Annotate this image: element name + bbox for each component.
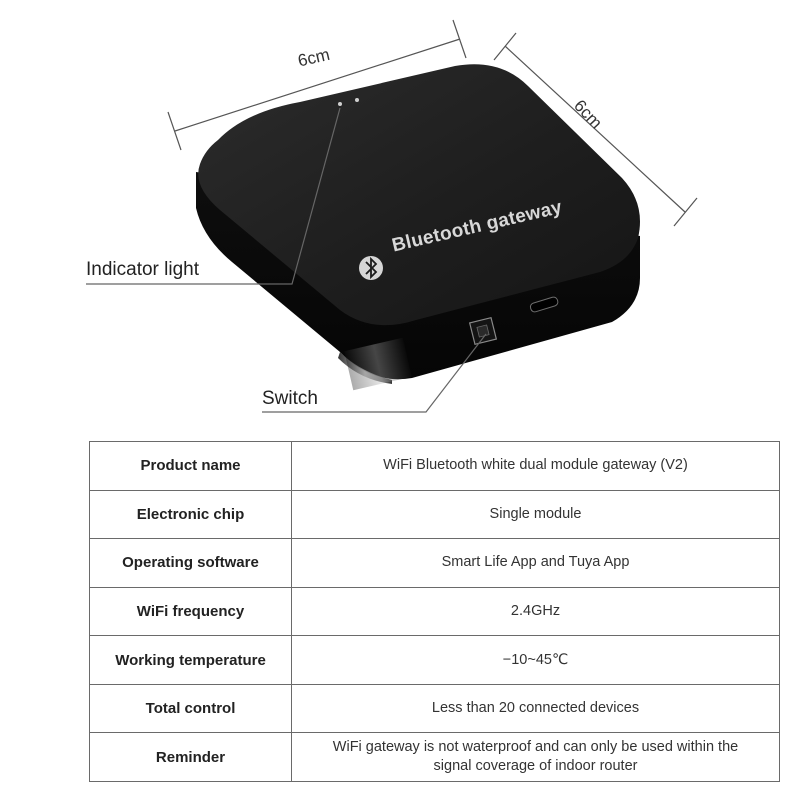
table-row: Working temperature −10~45℃ bbox=[90, 635, 779, 684]
spec-label: WiFi frequency bbox=[90, 587, 292, 636]
indicator-light-label: Indicator light bbox=[86, 259, 200, 280]
depth-dimension-line bbox=[493, 32, 698, 227]
indicator-light-dots bbox=[338, 98, 359, 106]
spec-label: Working temperature bbox=[90, 636, 292, 684]
table-row: Electronic chip Single module bbox=[90, 489, 779, 539]
gateway-device-drawing bbox=[86, 19, 698, 413]
usb-port bbox=[529, 296, 559, 313]
spec-value: Less than 20 connected devices bbox=[431, 700, 640, 717]
spec-value: Single module bbox=[489, 505, 582, 522]
width-dimension-line bbox=[167, 19, 467, 151]
spec-label: Total control bbox=[90, 684, 292, 733]
spec-label: Product name bbox=[90, 442, 292, 490]
spec-label: Reminder bbox=[90, 733, 292, 782]
spec-value: 2.4GHz bbox=[510, 603, 561, 620]
table-row: Reminder WiFi gateway is not waterproof … bbox=[90, 732, 779, 782]
spec-value: WiFi Bluetooth white dual module gateway… bbox=[383, 457, 688, 474]
table-row: Product name WiFi Bluetooth white dual m… bbox=[90, 442, 779, 490]
product-illustration: 6cm 6cm Bluetooth gateway Indicator ligh… bbox=[86, 19, 698, 413]
switch-label: Switch bbox=[262, 388, 318, 409]
device-top-face bbox=[198, 64, 640, 326]
spec-table: Product name WiFi Bluetooth white dual m… bbox=[89, 441, 780, 782]
spec-value: WiFi gateway is not waterproof and can o… bbox=[332, 739, 739, 775]
bluetooth-logo-icon bbox=[359, 256, 383, 280]
spec-label: Operating software bbox=[90, 539, 292, 587]
spec-label: Electronic chip bbox=[90, 490, 292, 539]
spec-value: −10~45℃ bbox=[502, 651, 569, 668]
table-row: Operating software Smart Life App and Tu… bbox=[90, 538, 779, 587]
switch-callout-line bbox=[262, 333, 487, 413]
switch-button-inner bbox=[476, 324, 490, 338]
spec-value: Smart Life App and Tuya App bbox=[441, 554, 630, 571]
indicator-callout-line bbox=[86, 107, 341, 285]
table-row: Total control Less than 20 connected dev… bbox=[90, 683, 779, 733]
table-row: WiFi frequency 2.4GHz bbox=[90, 586, 779, 636]
device-front-shine bbox=[344, 337, 412, 391]
